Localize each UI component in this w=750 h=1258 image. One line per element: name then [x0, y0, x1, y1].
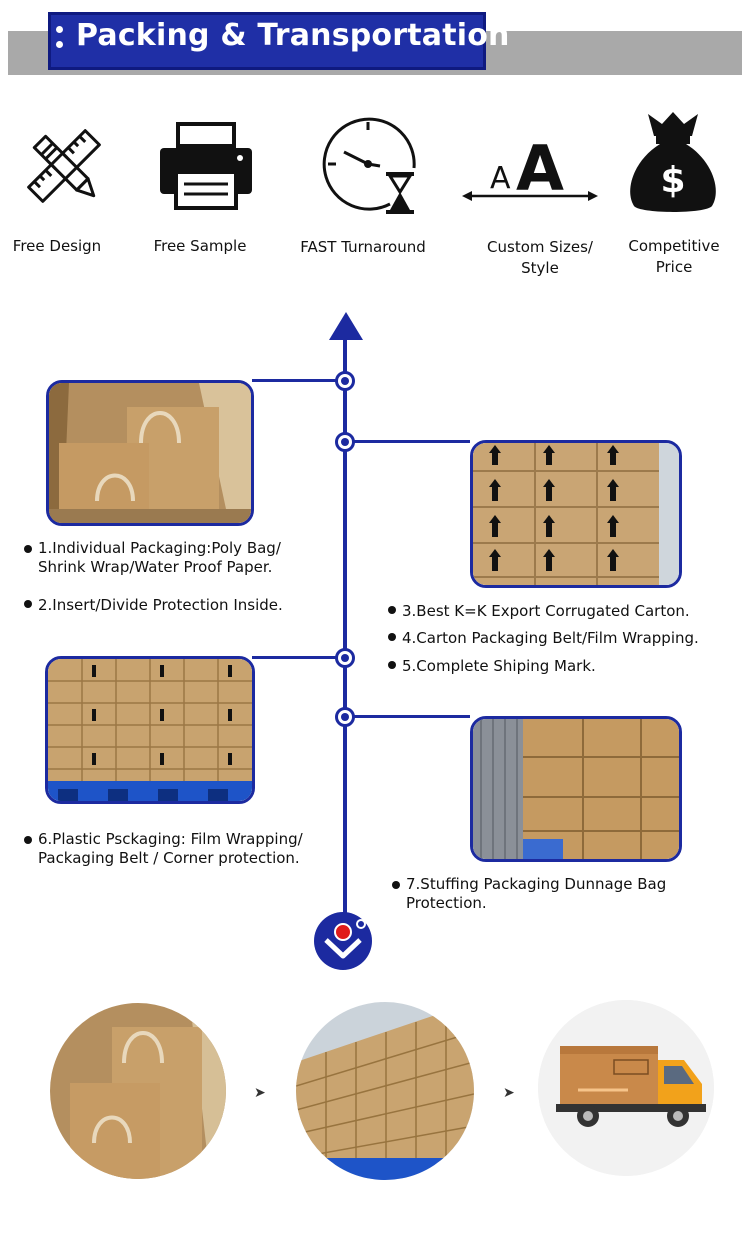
flow-arrow-1: ➤ — [254, 1085, 266, 1101]
timeline-line — [343, 338, 347, 920]
feature-label-custom: Custom Sizes/ Style — [487, 238, 593, 277]
svg-text:A: A — [516, 132, 564, 205]
feature-label-turnaround: FAST Turnaround — [300, 238, 426, 256]
feature-label-price: Competitive Price — [628, 237, 720, 276]
photo-kraft-bags — [46, 380, 254, 526]
brand-logo-icon — [314, 912, 372, 970]
timeline-node — [335, 432, 355, 452]
printer-icon — [160, 122, 252, 210]
svg-text:A: A — [490, 161, 511, 196]
header-title-box — [48, 12, 486, 70]
flow-arrow-2: ➤ — [503, 1085, 515, 1101]
timeline-node — [335, 707, 355, 727]
page-title: Packing & Transportation — [76, 18, 510, 53]
flow-cartons-image — [296, 1002, 474, 1180]
feature-label-design: Free Design — [12, 237, 102, 255]
clock-hourglass-icon — [322, 117, 416, 214]
connector-2 — [346, 440, 470, 443]
connector-1 — [252, 379, 344, 382]
feature-label-sample: Free Sample — [153, 237, 247, 255]
font-size-icon: A A — [462, 132, 598, 205]
step-1: 1.Individual Packaging:Poly Bag/ Shrink … — [24, 539, 324, 577]
photo-container-stuffing — [470, 716, 682, 862]
timeline-arrow-up — [329, 312, 363, 340]
svg-text:$: $ — [660, 160, 685, 201]
photo-carton-stack — [470, 440, 682, 588]
delivery-truck-icon — [538, 1000, 714, 1176]
pencil-ruler-icon — [27, 129, 101, 203]
step-3: 3.Best K=K Export Corrugated Carton. — [388, 602, 733, 621]
flow-bags-image — [50, 1003, 226, 1179]
step-2: 2.Insert/Divide Protection Inside. — [24, 596, 324, 615]
step-4: 4.Carton Packaging Belt/Film Wrapping. — [388, 629, 733, 648]
connector-4 — [346, 715, 470, 718]
step-6: 6.Plastic Psckaging: Film Wrapping/ Pack… — [24, 830, 334, 868]
timeline-node — [335, 371, 355, 391]
step-7: 7.Stuffing Packaging Dunnage Bag Protect… — [392, 875, 722, 913]
header-colon-icon — [56, 22, 66, 60]
step-5: 5.Complete Shiping Mark. — [388, 657, 733, 676]
connector-3 — [252, 656, 344, 659]
photo-pallet-cartons — [45, 656, 255, 804]
timeline-node — [335, 648, 355, 668]
money-bag-icon: $ — [630, 112, 716, 212]
flow-truck-image — [538, 1000, 714, 1176]
